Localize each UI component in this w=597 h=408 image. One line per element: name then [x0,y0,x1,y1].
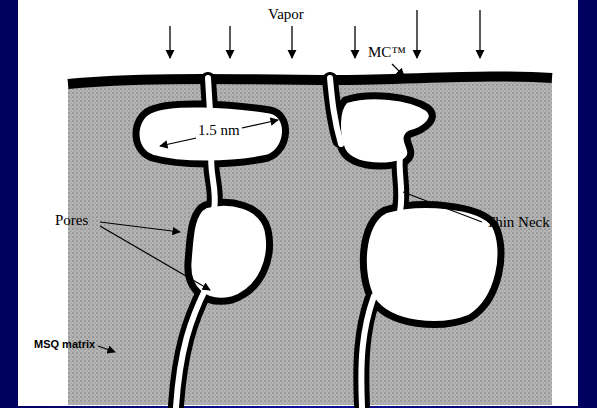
white-panel [18,0,578,406]
pores-label: Pores [55,212,88,229]
vapor-label: Vapor [268,6,304,23]
mc-layer [68,76,552,84]
pores [136,96,501,325]
leader-lines [98,64,482,352]
msq-matrix [68,76,552,405]
vapor-arrows [170,10,480,58]
dimension-label: 1.5 nm [196,122,242,139]
mc-label: MC™ [368,44,406,61]
thin-neck-label: Thin Neck [486,214,550,231]
channel-interiors [176,78,401,407]
matrix-label: MSQ matrix [34,338,95,350]
